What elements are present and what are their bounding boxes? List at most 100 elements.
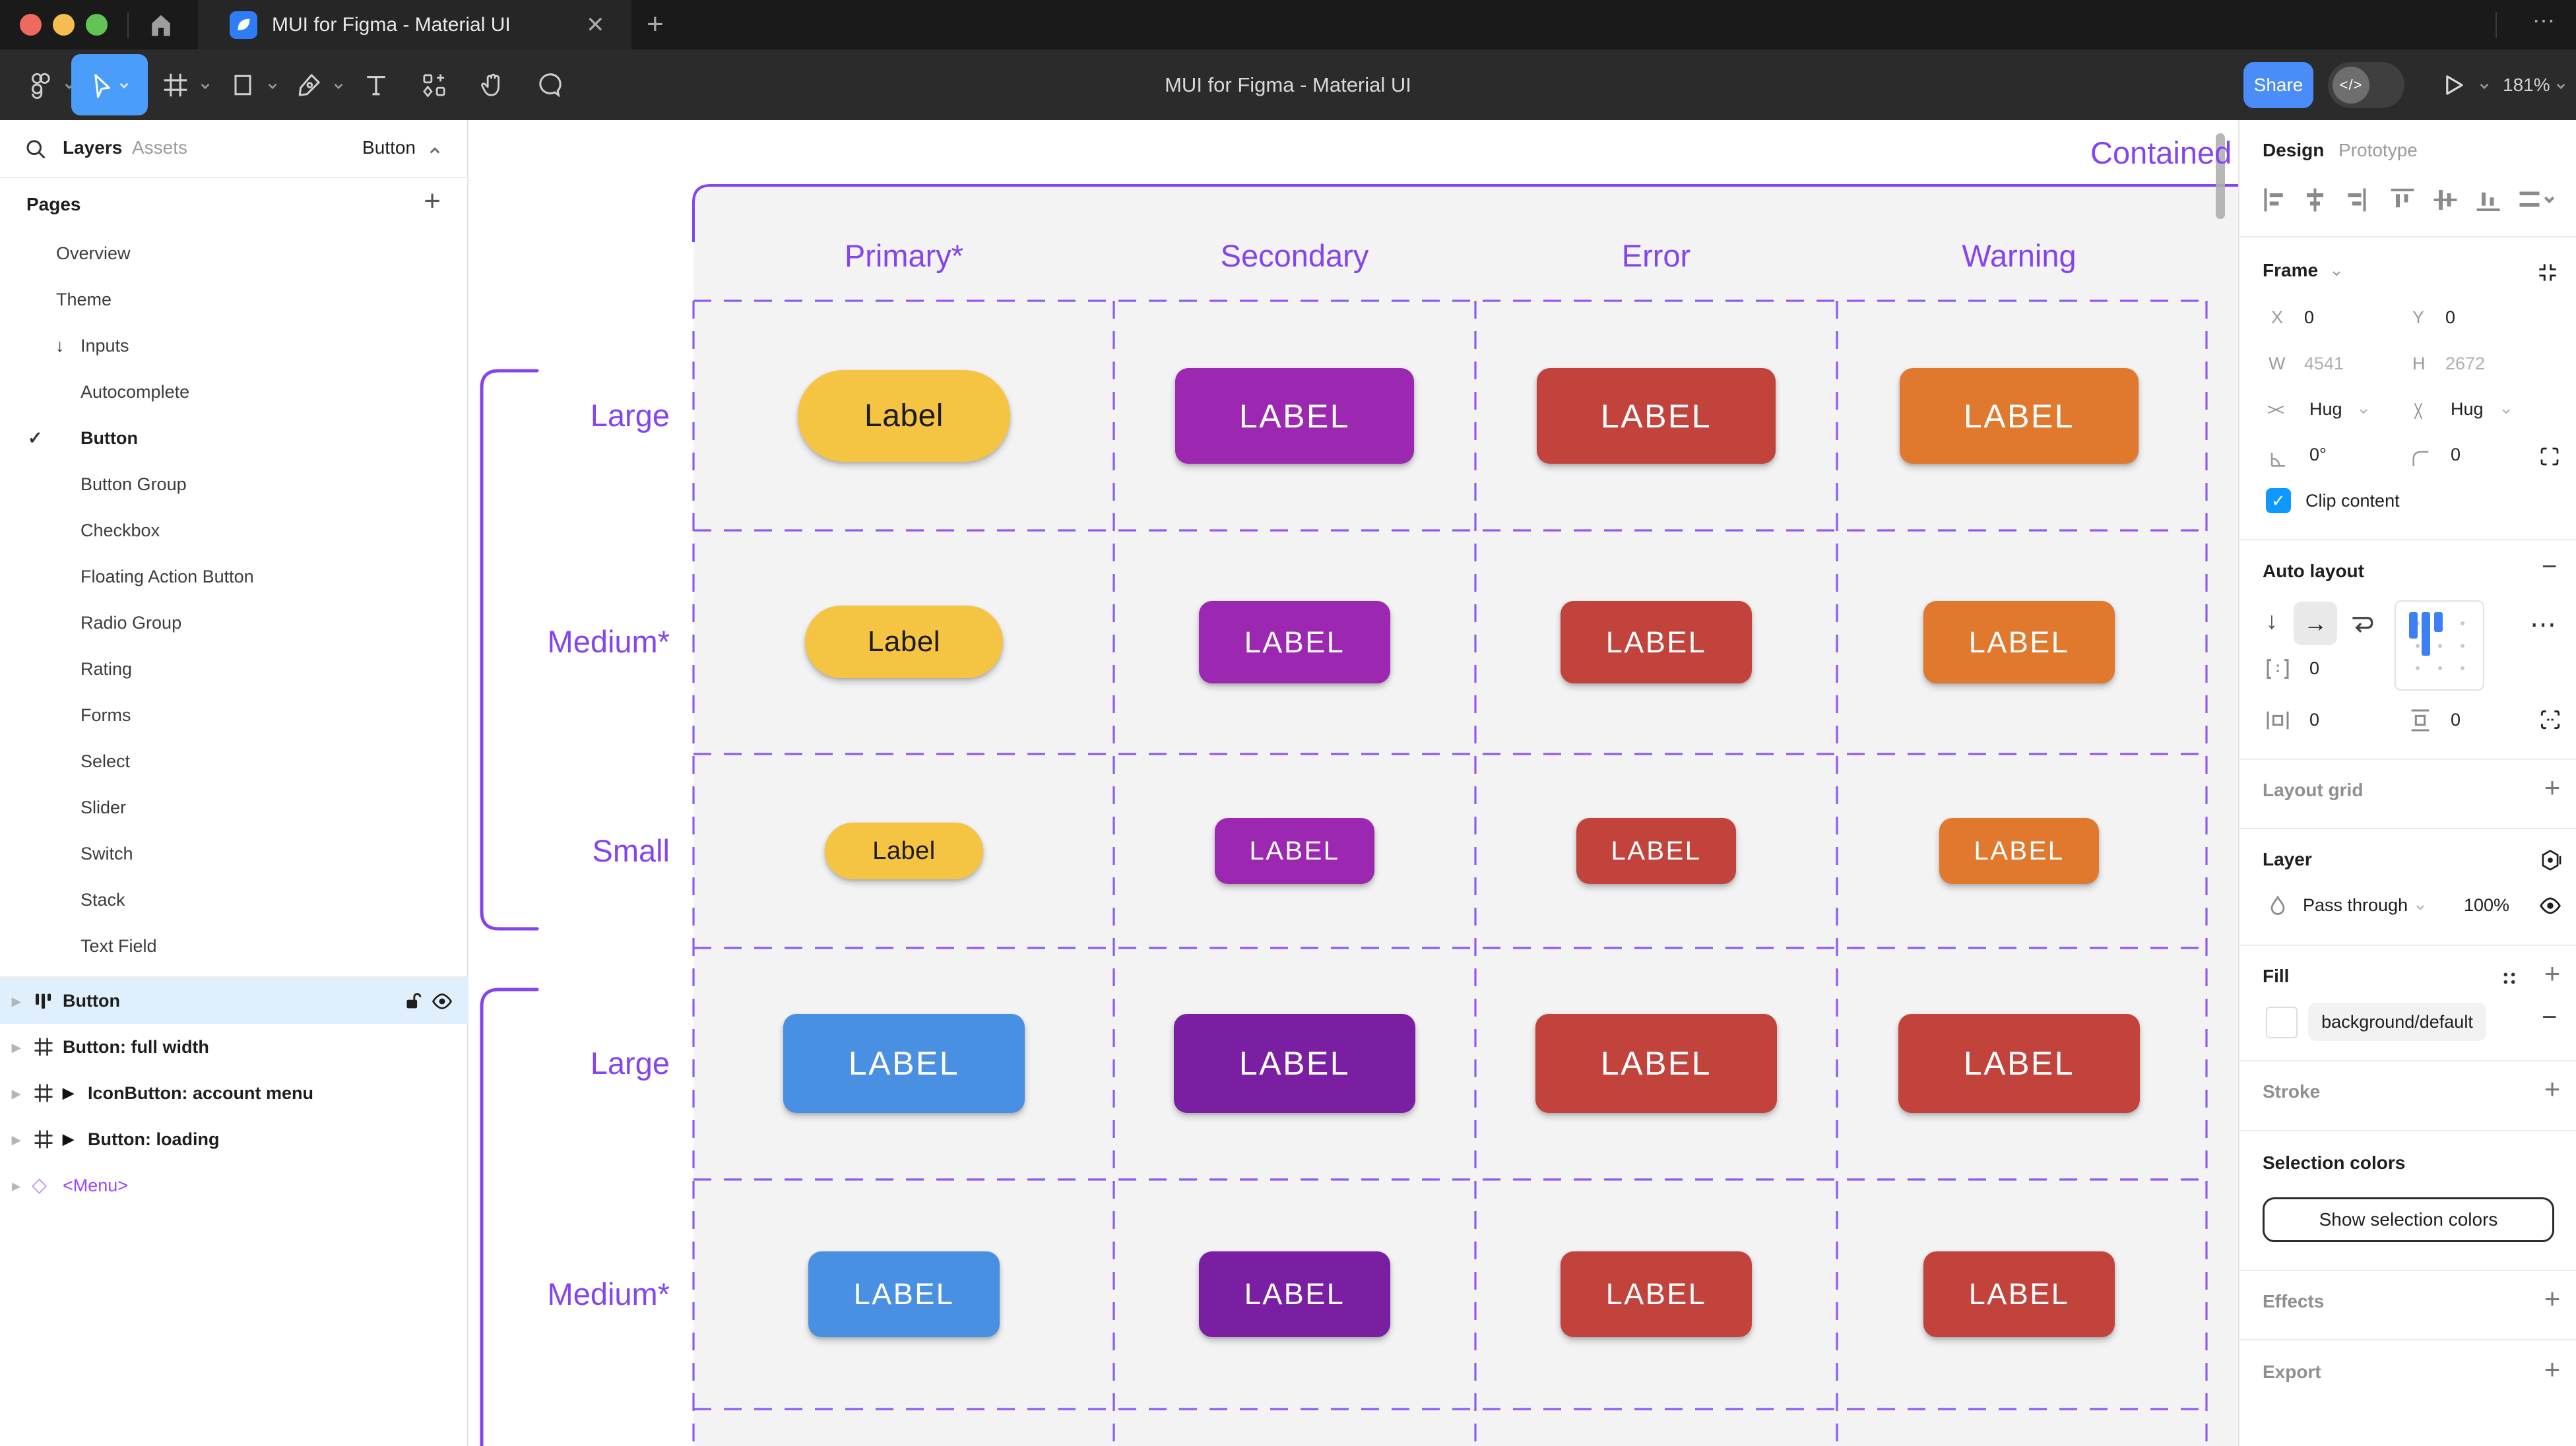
auto-layout-vertical-icon[interactable]: ↓ [2266, 607, 2278, 634]
layer-row-iconbutton-account-menu[interactable]: ▸ ▶ IconButton: account menu [0, 1070, 468, 1116]
effects-section-title[interactable]: Effects [2263, 1291, 2325, 1311]
page-item-stack[interactable]: Stack [80, 890, 125, 910]
shape-tool-chevron-icon[interactable] [264, 77, 281, 94]
button-warning-large[interactable]: LABEL [1900, 368, 2139, 464]
button-contained-warning-medium[interactable]: LABEL [1923, 1251, 2115, 1337]
page-item-theme[interactable]: Theme [56, 290, 112, 309]
add-fill-icon[interactable]: + [2544, 958, 2561, 989]
independent-corners-icon[interactable] [2538, 445, 2561, 468]
rotation-value[interactable]: 0° [2309, 445, 2327, 464]
page-item-forms[interactable]: Forms [80, 705, 131, 725]
vertical-padding-value[interactable]: 0 [2451, 710, 2461, 730]
frame-chevron-icon[interactable] [2329, 265, 2344, 281]
document-tab[interactable]: MUI for Figma - Material UI ✕ [198, 0, 631, 49]
horizontal-padding-value[interactable]: 0 [2309, 710, 2320, 730]
button-primary-large[interactable]: Label [798, 370, 1010, 462]
button-primary-small[interactable]: Label [825, 823, 983, 879]
show-selection-colors-button[interactable]: Show selection colors [2263, 1197, 2554, 1242]
disclosure-icon[interactable]: ▸ [12, 1037, 21, 1057]
auto-layout-alignment-box[interactable] [2395, 600, 2484, 691]
individual-padding-icon[interactable] [2538, 707, 2563, 732]
layer-row-button-loading[interactable]: ▸ ▶ Button: loading [0, 1116, 468, 1162]
pen-tool-chevron-icon[interactable] [330, 77, 347, 94]
hand-tool-icon[interactable] [474, 49, 511, 120]
search-icon[interactable] [24, 137, 48, 161]
present-play-icon[interactable] [2433, 49, 2473, 120]
auto-layout-section-title[interactable]: Auto layout [2263, 561, 2364, 581]
shape-tool-icon[interactable] [224, 49, 261, 120]
add-stroke-icon[interactable]: + [2544, 1073, 2561, 1104]
page-item-button-group[interactable]: Button Group [80, 474, 187, 494]
blend-mode-value[interactable]: Pass through [2303, 895, 2408, 915]
alignment-toolbar[interactable] [2261, 185, 2558, 215]
component-page-selector[interactable]: Button [362, 137, 416, 158]
hug-vertical-value[interactable]: Hug [2451, 399, 2484, 419]
close-tab-icon[interactable]: ✕ [586, 12, 605, 38]
comment-tool-icon[interactable] [532, 49, 569, 120]
layout-grid-section-title[interactable]: Layout grid [2263, 780, 2364, 800]
button-contained-secondary-medium[interactable]: LABEL [1199, 1251, 1390, 1337]
blend-chevron-icon[interactable] [2412, 899, 2428, 915]
button-secondary-large[interactable]: LABEL [1175, 368, 1414, 464]
chevron-up-icon[interactable] [425, 141, 445, 161]
tab-assets[interactable]: Assets [132, 137, 188, 158]
figma-menu-icon[interactable] [18, 49, 59, 120]
add-layout-grid-icon[interactable]: + [2544, 772, 2561, 803]
auto-layout-more-icon[interactable]: ⋯ [2530, 610, 2558, 639]
button-warning-small[interactable]: LABEL [1939, 818, 2099, 884]
hug-v-chevron-icon[interactable] [2498, 403, 2514, 419]
page-item-switch[interactable]: Switch [80, 844, 133, 864]
fill-styles-icon[interactable] [2498, 967, 2521, 990]
move-tool-button[interactable] [71, 54, 148, 115]
disclosure-icon[interactable]: ▸ [12, 1129, 21, 1149]
new-tab-icon[interactable]: + [647, 8, 664, 40]
page-item-overview[interactable]: Overview [56, 243, 131, 263]
fill-color-swatch[interactable] [2266, 1007, 2298, 1038]
button-secondary-small[interactable]: LABEL [1215, 818, 1374, 884]
frame-tool-chevron-icon[interactable] [197, 77, 214, 94]
button-error-medium[interactable]: LABEL [1561, 601, 1752, 683]
stroke-section-title[interactable]: Stroke [2263, 1081, 2321, 1102]
tab-layers[interactable]: Layers [63, 137, 123, 158]
tab-prototype[interactable]: Prototype [2338, 140, 2418, 160]
page-item-fab[interactable]: Floating Action Button [80, 567, 254, 586]
window-more-icon[interactable]: ⋯ [2532, 9, 2555, 34]
page-item-checkbox[interactable]: Checkbox [80, 520, 160, 540]
y-value[interactable]: 0 [2445, 307, 2456, 327]
page-item-select[interactable]: Select [80, 751, 131, 771]
fill-token-chip[interactable]: background/default [2308, 1003, 2486, 1041]
resources-tool-icon[interactable] [416, 49, 453, 120]
remove-auto-layout-icon[interactable]: − [2542, 552, 2558, 581]
w-value[interactable]: 4541 [2304, 354, 2344, 373]
zoom-chevron-icon[interactable] [2552, 77, 2569, 94]
button-secondary-medium[interactable]: LABEL [1199, 601, 1390, 683]
clip-content-checkbox[interactable]: ✓ [2266, 488, 2291, 513]
share-button[interactable]: Share [2243, 62, 2313, 108]
button-contained-error-large[interactable]: LABEL [1535, 1014, 1777, 1113]
page-item-text-field[interactable]: Text Field [80, 936, 157, 956]
auto-layout-horizontal-icon[interactable]: → [2294, 602, 2337, 645]
unlock-icon[interactable] [401, 990, 424, 1012]
canvas[interactable]: Contained Primary* Secondary Error Warni… [468, 120, 2238, 1446]
dev-mode-toggle[interactable]: </> [2328, 62, 2404, 108]
opacity-value[interactable]: 100% [2464, 895, 2510, 915]
button-contained-error-medium[interactable]: LABEL [1561, 1251, 1752, 1337]
button-error-large[interactable]: LABEL [1537, 368, 1776, 464]
page-item-rating[interactable]: Rating [80, 659, 133, 679]
layer-row-button[interactable]: ▸ Button [0, 978, 468, 1024]
x-value[interactable]: 0 [2304, 307, 2315, 327]
hug-horizontal-value[interactable]: Hug [2309, 399, 2342, 419]
maximize-window-button[interactable] [86, 14, 108, 36]
canvas-scrollbar[interactable] [2216, 133, 2225, 219]
present-chevron-icon[interactable] [2476, 77, 2493, 94]
page-item-autocomplete[interactable]: Autocomplete [80, 382, 190, 402]
remove-fill-icon[interactable]: − [2542, 1003, 2558, 1032]
home-icon[interactable] [146, 11, 176, 43]
blend-mode-icon[interactable] [2538, 848, 2563, 873]
text-tool-icon[interactable] [358, 49, 395, 120]
button-contained-primary-medium[interactable]: LABEL [808, 1251, 1000, 1337]
button-warning-medium[interactable]: LABEL [1923, 601, 2115, 683]
page-item-button[interactable]: ✓Button [0, 415, 468, 461]
disclosure-icon[interactable]: ▸ [12, 1083, 21, 1103]
zoom-level[interactable]: 181% [2503, 75, 2550, 95]
